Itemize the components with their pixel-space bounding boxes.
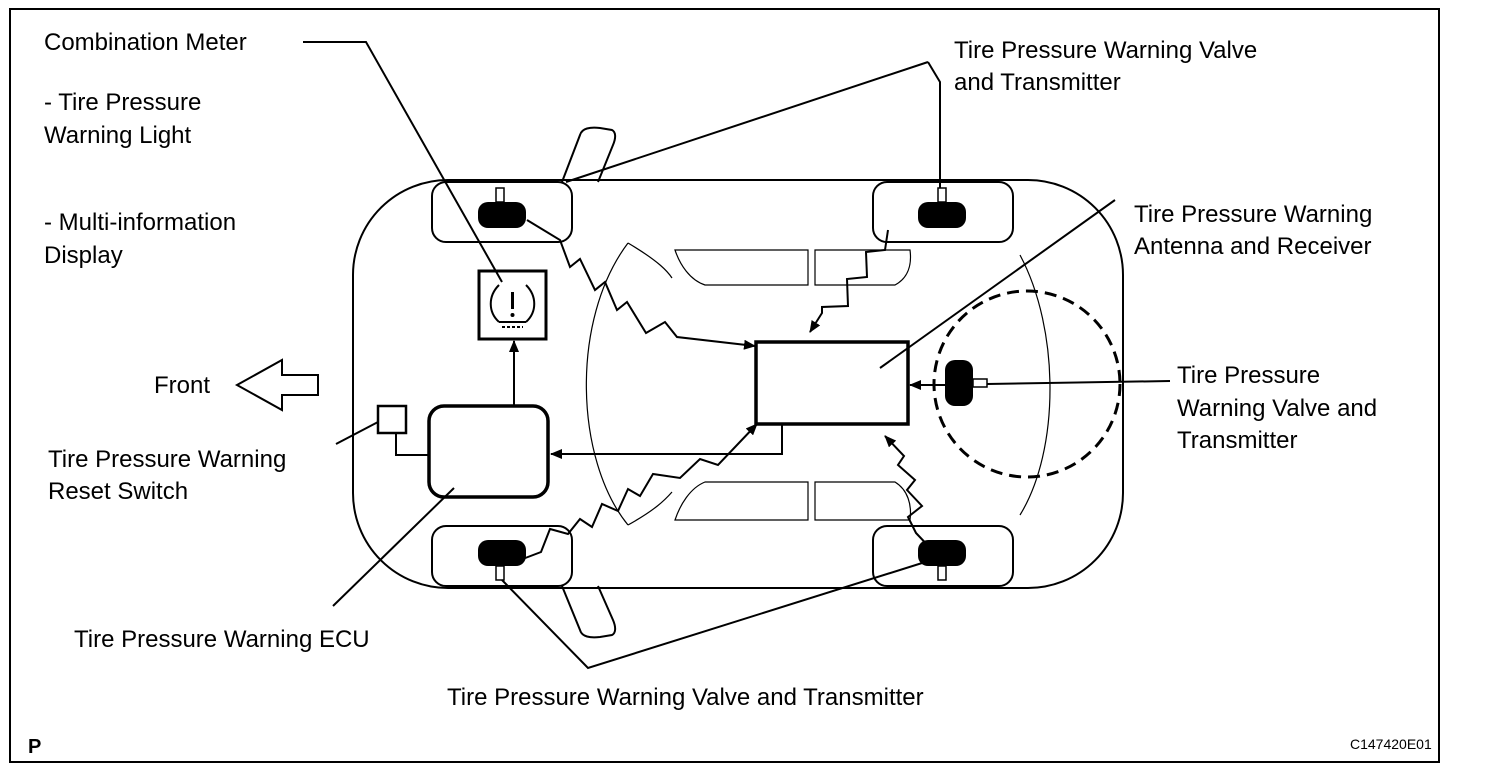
label-spare-transmitter-3: Transmitter <box>1177 427 1297 454</box>
transmitter-rear-right <box>918 540 966 581</box>
label-multi-info-2: Display <box>44 242 123 269</box>
label-spare-transmitter-1: Tire Pressure <box>1177 362 1320 389</box>
label-top-transmitter-2: and Transmitter <box>954 69 1121 96</box>
label-combination-meter: Combination Meter <box>44 29 247 56</box>
leader-lines <box>303 41 1171 670</box>
signal-front-left <box>526 219 756 350</box>
label-warning-light-2: Warning Light <box>44 122 192 149</box>
front-left-wheel-well <box>431 181 573 243</box>
label-spare-transmitter-2: Warning Valve and <box>1177 395 1377 422</box>
label-antenna-1: Tire Pressure Warning <box>1134 201 1372 228</box>
vehicle-body <box>352 126 1124 639</box>
signal-rear-right <box>884 435 936 554</box>
antenna-receiver-box <box>754 340 910 426</box>
tire-pressure-warning-icon <box>477 269 548 341</box>
label-multi-info-1: - Multi-information <box>44 209 236 236</box>
receiver-to-ecu-arrow <box>550 424 783 459</box>
reset-switch <box>376 404 408 435</box>
transmitter-front-right <box>478 540 526 581</box>
label-reset-switch-2: Reset Switch <box>48 478 188 505</box>
label-warning-light-1: - Tire Pressure <box>44 89 201 116</box>
front-arrow-icon <box>234 358 319 412</box>
transmitter-spare <box>945 360 988 406</box>
rear-right-wheel-well <box>872 525 1014 587</box>
label-ecu: Tire Pressure Warning ECU <box>74 626 370 653</box>
rear-left-wheel-well <box>872 181 1014 243</box>
label-front: Front <box>154 372 210 399</box>
label-top-transmitter-1: Tire Pressure Warning Valve <box>954 37 1257 64</box>
label-bottom-transmitter: Tire Pressure Warning Valve and Transmit… <box>447 684 924 711</box>
transmitter-rear-left <box>918 187 966 228</box>
figure-frame <box>9 8 1440 763</box>
page-mark: P <box>28 736 41 758</box>
tire-pressure-warning-ecu <box>427 404 550 499</box>
figure-code: C147420E01 <box>1350 736 1432 752</box>
label-reset-switch-1: Tire Pressure Warning <box>48 446 286 473</box>
label-antenna-2: Antenna and Receiver <box>1134 233 1372 260</box>
transmitter-front-left <box>478 187 526 228</box>
signal-rear-left <box>809 229 889 333</box>
front-right-wheel-well <box>431 525 573 587</box>
signal-front-right <box>519 423 758 561</box>
